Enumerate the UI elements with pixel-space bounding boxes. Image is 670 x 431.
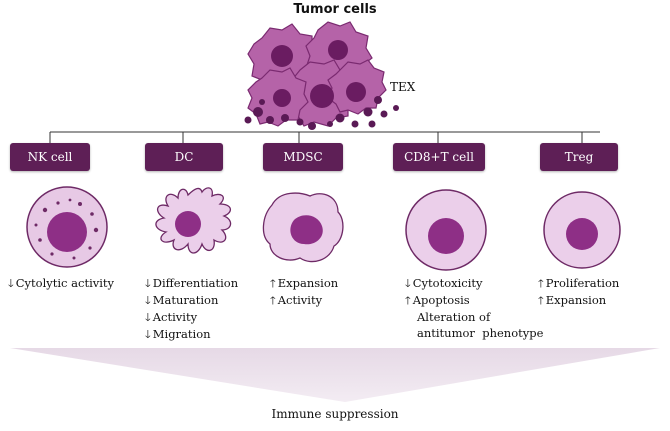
dc-cell-icon [155, 187, 232, 254]
tumor-cluster-icon [244, 21, 399, 130]
effects-dc: 🡓Differentiation 🡓Maturation 🡓Activity 🡓… [145, 275, 238, 343]
effects-treg: 🡑Proliferation 🡑Expansion [538, 275, 619, 309]
suppression-funnel [10, 348, 660, 402]
box-nk-cell: NK cell [10, 143, 90, 171]
effects-mdsc: 🡑Expansion 🡑Activity [270, 275, 338, 309]
nk-cell-icon [26, 186, 108, 268]
effect-item: 🡓Activity [145, 310, 198, 324]
connector-lines [49, 131, 600, 143]
effect-item: 🡓Migration [145, 327, 211, 341]
effect-item: 🡑Expansion [538, 293, 607, 307]
effect-item: 🡓Cytolytic activity [8, 276, 115, 290]
effect-item: 🡑Activity [270, 293, 323, 307]
effect-item: Alteration of [417, 310, 491, 324]
up-arrow-icon: 🡑 [270, 277, 276, 290]
tumor-cells-title: Tumor cells [293, 2, 377, 17]
up-arrow-icon: 🡑 [538, 277, 544, 290]
down-arrow-icon: 🡓 [8, 277, 14, 290]
down-arrow-icon: 🡓 [145, 294, 151, 307]
box-treg: Treg [540, 143, 618, 171]
up-arrow-icon: 🡑 [538, 294, 544, 307]
cd8-t-cell-icon [405, 189, 487, 271]
box-cd8-t-cell: CD8+T cell [393, 143, 485, 171]
tex-vesicles [244, 96, 399, 130]
treg-cell-icon [543, 191, 621, 269]
down-arrow-icon: 🡓 [145, 328, 151, 341]
effect-item: 🡑Apoptosis [405, 293, 470, 307]
effect-item: 🡑Expansion [270, 276, 339, 290]
up-arrow-icon: 🡑 [405, 294, 411, 307]
box-mdsc: MDSC [263, 143, 343, 171]
up-arrow-icon: 🡑 [270, 294, 276, 307]
down-arrow-icon: 🡓 [405, 277, 411, 290]
down-arrow-icon: 🡓 [145, 311, 151, 324]
effect-item: 🡑Proliferation [538, 276, 620, 290]
effect-item: 🡓Maturation [145, 293, 219, 307]
immune-suppression-label: Immune suppression [271, 407, 399, 421]
effects-cd8-t-cell: 🡓Cytotoxicity 🡑Apoptosis Alteration of a… [405, 275, 543, 341]
box-dc: DC [145, 143, 223, 171]
mdsc-cell-icon [262, 192, 344, 263]
effect-item: antitumor phenotype [417, 326, 544, 340]
effect-item: 🡓Cytotoxicity [405, 276, 483, 290]
down-arrow-icon: 🡓 [145, 277, 151, 290]
effect-item: 🡓Differentiation [145, 276, 239, 290]
tex-label: TEX [390, 80, 416, 94]
effects-nk-cell: 🡓Cytolytic activity [8, 275, 114, 292]
